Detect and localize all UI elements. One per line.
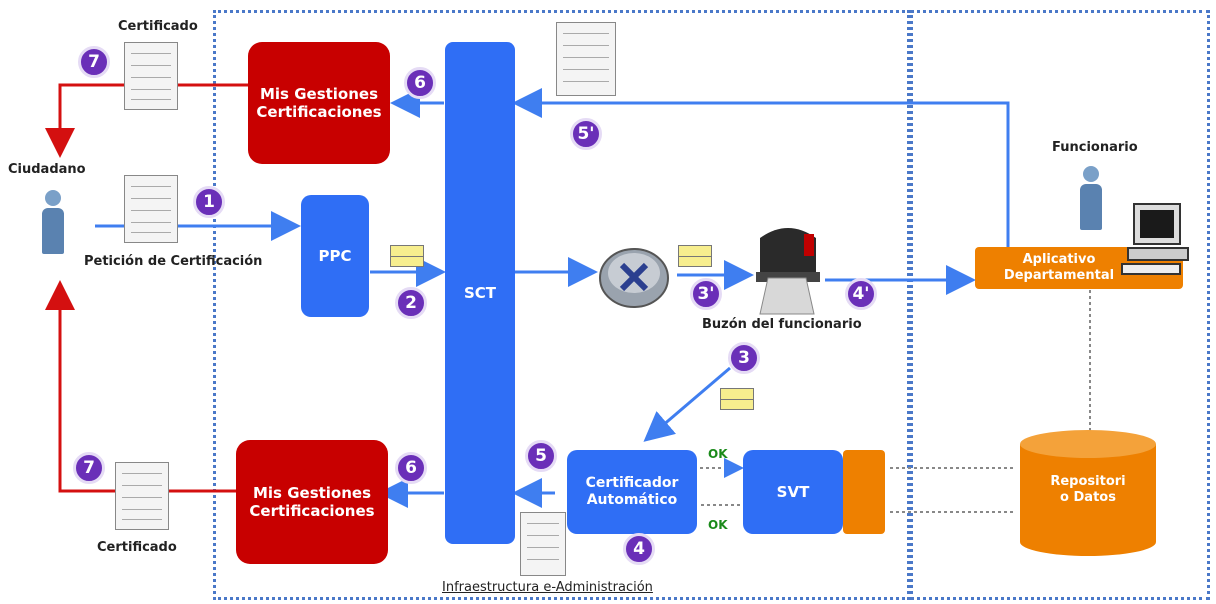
router-icon xyxy=(599,248,669,308)
departmental-zone xyxy=(910,10,1210,600)
e-administration-zone xyxy=(213,10,910,600)
step-badge-2: 2 xyxy=(395,287,427,319)
arrow-step5p xyxy=(512,88,1010,248)
step-badge-3p: 3' xyxy=(690,278,722,310)
infra-zone-label: Infraestructura e-Administración xyxy=(442,580,653,595)
step-badge-6-bottom: 6 xyxy=(395,452,427,484)
step-badge-7-bottom: 7 xyxy=(73,452,105,484)
step-badge-5: 5 xyxy=(525,440,557,472)
step5p-document-icon xyxy=(556,22,616,96)
step4-document-icon xyxy=(520,512,566,576)
mis-gestiones-top: Mis Gestiones Certificaciones xyxy=(248,42,390,164)
repositorio-cylinder xyxy=(1020,430,1156,556)
arrow-step7-bottom xyxy=(45,280,236,493)
repositorio-label: Repositori o Datos xyxy=(1050,474,1126,505)
svt-port xyxy=(843,450,885,534)
step-badge-1: 1 xyxy=(193,186,225,218)
ppc-block: PPC xyxy=(301,195,369,317)
peticion-document-icon xyxy=(124,175,178,243)
peticion-label: Petición de Certificación xyxy=(84,254,263,269)
step-badge-3: 3 xyxy=(728,342,760,374)
envelope-icon-step2 xyxy=(390,245,424,267)
funcionario-person-icon xyxy=(1076,166,1106,246)
sct-block: SCT xyxy=(445,42,515,544)
arrow-step3 xyxy=(643,366,731,442)
certificado-bottom-label: Certificado xyxy=(97,540,177,555)
step-badge-6-top: 6 xyxy=(404,67,436,99)
ciudadano-label: Ciudadano xyxy=(8,162,86,177)
envelope-icon-step3 xyxy=(720,388,754,410)
ok-label-bottom: OK xyxy=(708,518,728,532)
funcionario-label: Funcionario xyxy=(1052,140,1138,155)
step-badge-4p: 4' xyxy=(845,278,877,310)
ciudadano-person-icon xyxy=(38,190,68,270)
computer-icon xyxy=(1121,203,1189,275)
step-badge-7-top: 7 xyxy=(78,46,110,78)
certificado-bottom-document-icon xyxy=(115,462,169,530)
buzon-label: Buzón del funcionario xyxy=(702,317,862,332)
mis-gestiones-bottom: Mis Gestiones Certificaciones xyxy=(236,440,388,564)
mailbox-icon xyxy=(756,228,820,315)
ok-label-top: OK xyxy=(708,447,728,461)
step-badge-4: 4 xyxy=(623,533,655,565)
svt-block: SVT xyxy=(743,450,843,534)
certificador-block: Certificador Automático xyxy=(567,450,697,534)
envelope-icon-step3p xyxy=(678,245,712,267)
certificado-top-document-icon xyxy=(124,42,178,110)
certificado-top-label: Certificado xyxy=(118,19,198,34)
arrow-step7-top xyxy=(45,83,248,158)
step-badge-5p: 5' xyxy=(570,118,602,150)
